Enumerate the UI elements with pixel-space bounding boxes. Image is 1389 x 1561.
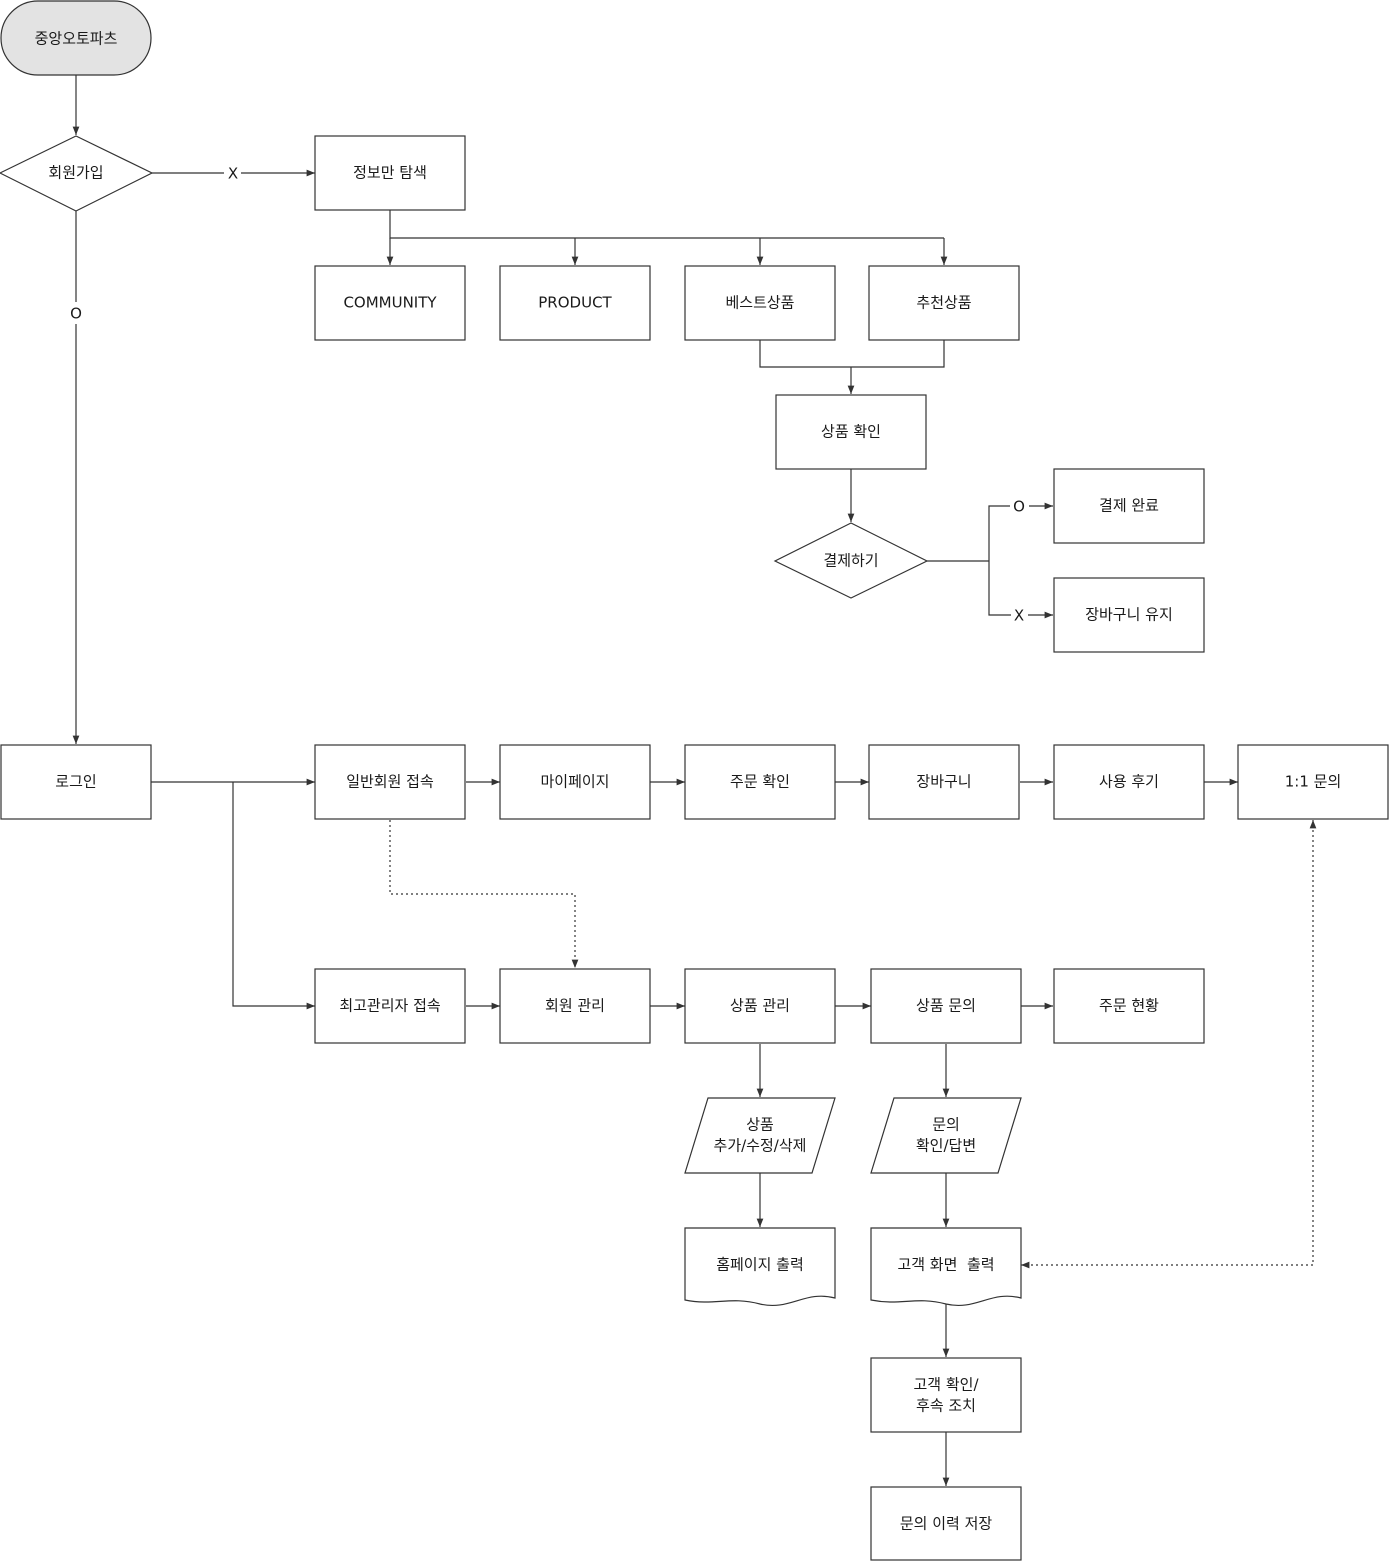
homepage-output-document: 홈페이지 출력 xyxy=(684,1227,836,1306)
product-mgmt-box: 상품 관리 xyxy=(684,968,836,1044)
customer-followup-line1: 고객 확인/ xyxy=(913,1376,979,1394)
recommend-box: 추천상품 xyxy=(868,265,1020,341)
edge-label-checkout-yes: O xyxy=(1013,498,1025,516)
inquiry-log-box: 문의 이력 저장 xyxy=(870,1486,1022,1561)
checkout-decision: 결제하기 xyxy=(773,522,929,599)
admin-access-label: 최고관리자 접속 xyxy=(339,997,441,1015)
edge-best-recommend-merge xyxy=(759,340,945,368)
product-mgmt-label: 상품 관리 xyxy=(730,997,790,1015)
start-label: 중앙오토파츠 xyxy=(35,30,118,48)
product-box: PRODUCT xyxy=(499,265,651,341)
qna-label: 1:1 문의 xyxy=(1285,773,1342,791)
edge-browse-bus xyxy=(389,210,944,239)
inquiry-answer-data: 문의 확인/답변 xyxy=(870,1097,1022,1174)
customer-output-document: 고객 화면 출력 xyxy=(870,1227,1022,1306)
member-mgmt-label: 회원 관리 xyxy=(545,997,605,1015)
edges xyxy=(72,75,1317,1486)
cart-box: 장바구니 xyxy=(868,744,1020,820)
member-access-box: 일반회원 접속 xyxy=(314,744,466,820)
start-terminator: 중앙오토파츠 xyxy=(0,0,152,76)
customer-output-label: 고객 화면 출력 xyxy=(897,1256,994,1274)
inquiry-answer-line1: 문의 xyxy=(932,1116,960,1134)
mypage-label: 마이페이지 xyxy=(540,773,609,791)
edge-label-signup-yes: O xyxy=(70,305,82,323)
homepage-output-label: 홈페이지 출력 xyxy=(716,1256,804,1274)
keep-cart-label: 장바구니 유지 xyxy=(1085,606,1173,624)
member-access-label: 일반회원 접속 xyxy=(346,773,434,791)
recommend-label: 추천상품 xyxy=(916,294,971,312)
paid-box: 결제 완료 xyxy=(1053,468,1205,544)
order-status-label: 주문 현황 xyxy=(1099,997,1159,1015)
best-box: 베스트상품 xyxy=(684,265,836,341)
admin-access-box: 최고관리자 접속 xyxy=(314,968,466,1044)
login-label: 로그인 xyxy=(55,773,96,791)
order-check-box: 주문 확인 xyxy=(684,744,836,820)
checkout-label: 결제하기 xyxy=(823,552,878,570)
customer-followup-box: 고객 확인/ 후속 조치 xyxy=(870,1357,1022,1433)
qna-box: 1:1 문의 xyxy=(1237,744,1389,820)
community-label: COMMUNITY xyxy=(343,294,437,312)
inquiry-log-label: 문의 이력 저장 xyxy=(900,1515,993,1533)
product-crud-data: 상품 추가/수정/삭제 xyxy=(684,1097,836,1174)
product-crud-line1: 상품 xyxy=(746,1116,774,1134)
login-box: 로그인 xyxy=(0,744,152,820)
browse-box: 정보만 탐색 xyxy=(314,135,466,211)
product-label: PRODUCT xyxy=(538,294,612,312)
customer-followup-line2: 후속 조치 xyxy=(916,1397,976,1415)
product-inquiry-label: 상품 문의 xyxy=(916,997,976,1015)
best-label: 베스트상품 xyxy=(725,294,794,312)
signup-label: 회원가입 xyxy=(48,164,103,182)
order-check-label: 주문 확인 xyxy=(730,773,790,791)
edge-member-membermgmt xyxy=(389,820,579,968)
review-label: 사용 후기 xyxy=(1099,773,1159,791)
check-product-label: 상품 확인 xyxy=(821,423,881,441)
edge-checkout-keep xyxy=(988,561,1053,619)
inquiry-answer-line2: 확인/답변 xyxy=(916,1137,976,1155)
edge-label-checkout-no: X xyxy=(1014,607,1024,625)
cart-label: 장바구니 xyxy=(916,773,971,791)
order-status-box: 주문 현황 xyxy=(1053,968,1205,1044)
edge-login-admin xyxy=(232,782,315,1010)
edge-checkout-paid xyxy=(988,502,1053,561)
check-product-box: 상품 확인 xyxy=(775,394,927,470)
review-box: 사용 후기 xyxy=(1053,744,1205,820)
edge-labels: X O O X xyxy=(66,163,1029,625)
keep-cart-box: 장바구니 유지 xyxy=(1053,577,1205,653)
product-inquiry-box: 상품 문의 xyxy=(870,968,1022,1044)
browse-label: 정보만 탐색 xyxy=(353,164,427,182)
paid-label: 결제 완료 xyxy=(1099,497,1159,515)
community-box: COMMUNITY xyxy=(314,265,466,341)
product-crud-line2: 추가/수정/삭제 xyxy=(714,1137,807,1155)
edge-label-signup-no: X xyxy=(228,165,238,183)
member-mgmt-box: 회원 관리 xyxy=(499,968,651,1044)
mypage-box: 마이페이지 xyxy=(499,744,651,820)
signup-decision: 회원가입 xyxy=(0,135,154,212)
edge-qna-customeroutput xyxy=(1021,820,1317,1269)
